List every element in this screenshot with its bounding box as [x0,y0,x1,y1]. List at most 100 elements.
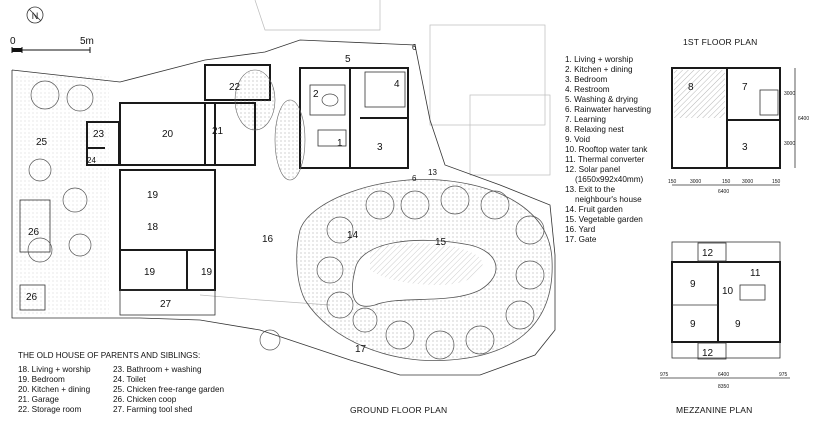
room-3: 3 [377,142,383,153]
room-18: 18 [147,222,159,233]
svg-text:22. Storage room: 22. Storage room [18,405,81,414]
room-1: 1 [337,138,343,149]
room-21: 21 [212,126,224,137]
svg-text:975: 975 [660,372,669,378]
room-27: 27 [160,299,172,310]
svg-text:16. Yard: 16. Yard [565,225,596,234]
svg-text:150: 150 [772,179,781,185]
room-16: 16 [262,234,274,245]
svg-text:1. Living + worship: 1. Living + worship [565,55,633,64]
svg-text:N: N [32,11,39,21]
green-planter-left [274,99,306,181]
first-floor-plan: 1ST FLOOR PLAN 8 7 3 150 3000 150 3000 1… [668,37,809,195]
old-house-heading: THE OLD HOUSE OF PARENTS AND SIBLINGS: [18,351,200,360]
svg-text:15. Vegetable garden: 15. Vegetable garden [565,215,643,224]
room-4: 4 [394,79,400,90]
svg-text:6400: 6400 [718,372,729,378]
room-20: 20 [162,129,174,140]
svg-text:6400: 6400 [798,116,809,122]
svg-text:6400: 6400 [718,189,729,195]
svg-text:17. Gate: 17. Gate [565,235,597,244]
room-6b: 6 [412,174,417,183]
mezzanine-title: MEZZANINE PLAN [676,405,752,415]
svg-text:3000: 3000 [784,91,795,97]
room-2: 2 [313,89,319,100]
room-26a: 26 [28,227,40,238]
mezz-11: 11 [750,268,761,279]
north-arrow-icon: N [26,6,44,24]
svg-text:7. Learning: 7. Learning [565,115,606,124]
main-legend: 1. Living + worship 2. Kitchen + dining … [565,55,651,244]
svg-text:25. Chicken free-range garden: 25. Chicken free-range garden [113,385,225,394]
svg-text:3000: 3000 [742,179,753,185]
first-floor-title: 1ST FLOOR PLAN [683,37,757,47]
first-room-7: 7 [742,82,748,93]
svg-text:(1650x992x40mm): (1650x992x40mm) [575,175,644,184]
mezz-9-bottom-left: 9 [690,319,696,330]
svg-text:10. Rooftop water tank: 10. Rooftop water tank [565,145,648,154]
room-22: 22 [229,82,241,93]
room-26b: 26 [26,292,38,303]
room-13: 13 [428,168,437,177]
green-planter-top [234,69,276,131]
svg-text:150: 150 [668,179,677,185]
room-5: 5 [345,54,351,65]
old-house [19,64,271,316]
svg-text:13. Exit to the: 13. Exit to the [565,185,616,194]
svg-text:4. Restroom: 4. Restroom [565,85,610,94]
svg-text:3000: 3000 [784,141,795,147]
old-house-legend: THE OLD HOUSE OF PARENTS AND SIBLINGS: 1… [18,351,225,414]
mezz-10: 10 [722,286,734,297]
svg-text:21. Garage: 21. Garage [18,395,59,404]
chicken-garden [14,75,109,315]
svg-text:3000: 3000 [690,179,701,185]
svg-text:2. Kitchen + dining: 2. Kitchen + dining [565,65,633,74]
mezz-12-top: 12 [702,248,714,259]
room-17: 17 [355,344,367,355]
neighbour-outlines [199,0,551,306]
mezz-9-right: 9 [735,319,741,330]
fruit-garden [296,178,553,362]
mezz-12-bottom: 12 [702,348,714,359]
svg-text:11. Thermal converter: 11. Thermal converter [565,155,645,164]
room-24: 24 [87,156,96,165]
room-23: 23 [93,129,105,140]
svg-text:14. Fruit garden: 14. Fruit garden [565,205,623,214]
room-15: 15 [435,237,447,248]
svg-text:975: 975 [779,372,788,378]
scale-end: 5m [80,36,94,47]
svg-text:150: 150 [722,179,731,185]
svg-text:27. Farming tool shed: 27. Farming tool shed [113,405,193,414]
scale-start: 0 [10,36,16,47]
mezz-9-left: 9 [690,279,696,290]
svg-text:9. Void: 9. Void [565,135,590,144]
room-14: 14 [347,230,359,241]
svg-text:8. Relaxing nest: 8. Relaxing nest [565,125,624,134]
svg-text:23. Bathroom + washing: 23. Bathroom + washing [113,365,202,374]
room-19a: 19 [147,190,159,201]
new-house [234,67,409,181]
room-25: 25 [36,137,48,148]
scale-bar: 0 5m [10,36,94,53]
svg-text:neighbour's house: neighbour's house [575,195,642,204]
room-6a: 6 [412,43,417,52]
room-number-labels: 1 2 3 4 5 6 6 13 14 15 16 17 18 19 19 19… [26,43,447,355]
svg-text:26. Chicken coop: 26. Chicken coop [113,395,177,404]
room-19c: 19 [201,267,213,278]
svg-text:3. Bedroom: 3. Bedroom [565,75,608,84]
mezzanine-plan: 12 12 9 9 9 9 10 11 975 6400 975 8350 ME… [660,241,790,415]
first-room-8: 8 [688,82,694,93]
svg-text:18. Living + worship: 18. Living + worship [18,365,91,374]
svg-text:24. Toilet: 24. Toilet [113,375,146,384]
svg-text:20. Kitchen + dining: 20. Kitchen + dining [18,385,91,394]
svg-text:12. Solar panel: 12. Solar panel [565,165,620,174]
ground-floor-title: GROUND FLOOR PLAN [350,405,447,415]
first-room-3: 3 [742,142,748,153]
svg-text:19. Bedroom: 19. Bedroom [18,375,65,384]
svg-text:6. Rainwater harvesting: 6. Rainwater harvesting [565,105,651,114]
site-boundary [11,39,556,376]
svg-text:5. Washing & drying: 5. Washing & drying [565,95,638,104]
room-19b: 19 [144,267,156,278]
trees [27,80,545,360]
